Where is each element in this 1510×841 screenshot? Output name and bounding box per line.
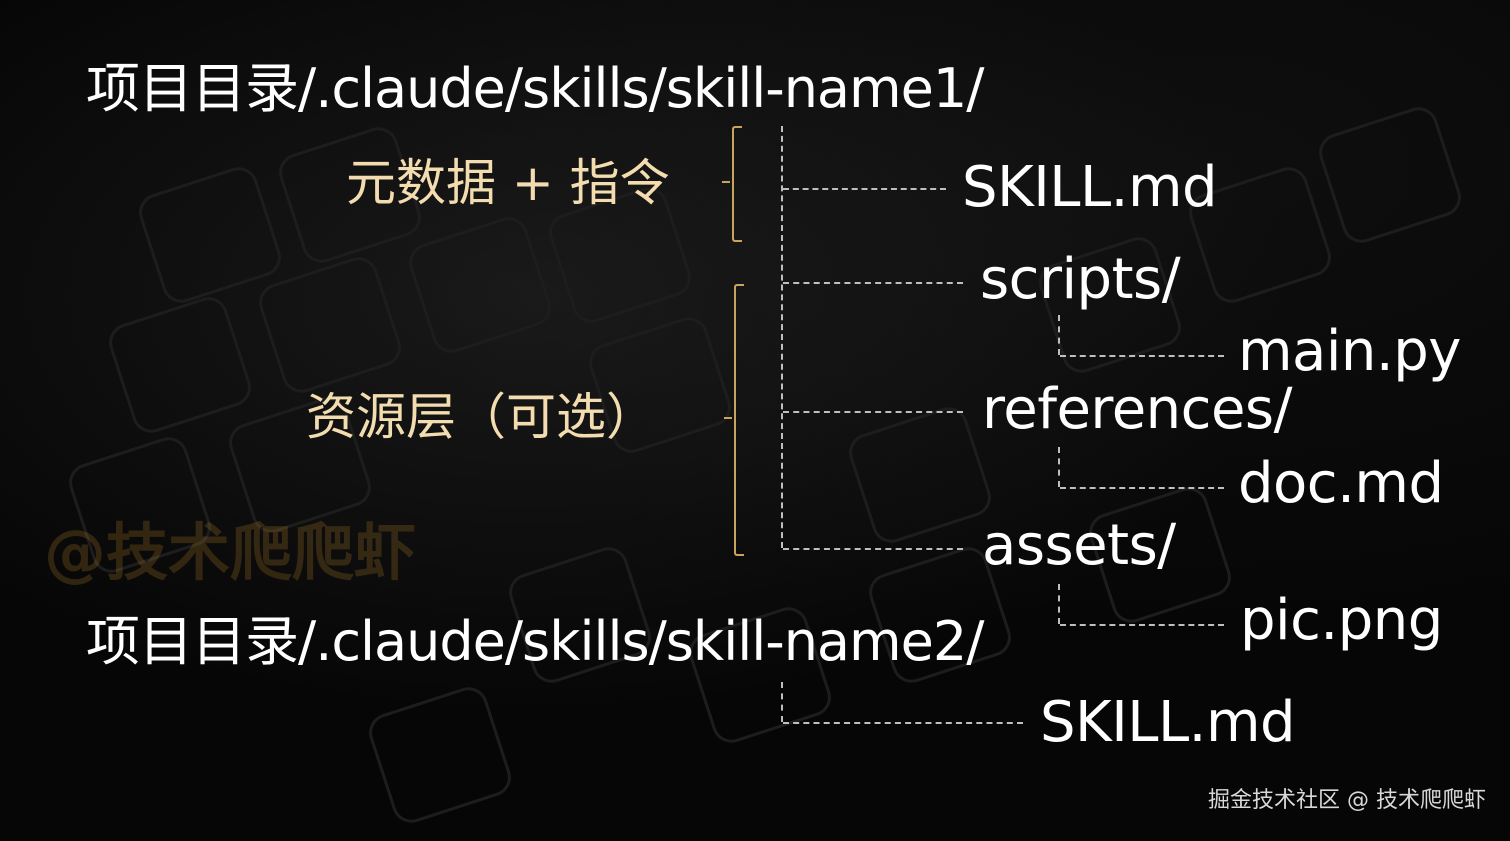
category-resources-label: 资源层（可选） (306, 392, 656, 442)
folder-references: references/ (982, 382, 1292, 438)
file-doc-md: doc.md (1238, 456, 1444, 512)
category-metadata-label: 元数据 + 指令 (346, 158, 670, 208)
branch-skill-md-connector (783, 188, 946, 190)
assets-sub-connector-vertical (1058, 584, 1060, 624)
watermark: @技术爬爬虾 (44, 522, 416, 584)
root-path-skill-name1: 项目目录/.claude/skills/skill-name1/ (86, 62, 983, 116)
file-skill-md-2: SKILL.md (1040, 695, 1295, 751)
branch-references-connector (783, 411, 963, 413)
scripts-sub-connector-vertical (1058, 315, 1060, 355)
root-path-skill-name2: 项目目录/.claude/skills/skill-name2/ (86, 615, 983, 669)
scripts-sub-connector-horizontal (1060, 355, 1224, 357)
metadata-brace (732, 126, 742, 242)
folder-scripts: scripts/ (980, 252, 1180, 308)
resources-brace (734, 284, 744, 556)
file-pic-png: pic.png (1240, 593, 1443, 649)
branch-assets-connector (783, 548, 963, 550)
root2-connector-vertical (781, 682, 783, 722)
file-skill-md: SKILL.md (962, 160, 1217, 216)
file-main-py: main.py (1238, 324, 1461, 380)
root2-connector-horizontal (783, 722, 1023, 724)
references-sub-connector-vertical (1058, 447, 1060, 487)
assets-sub-connector-horizontal (1060, 624, 1224, 626)
footer-credit: 掘金技术社区 @ 技术爬爬虾 (1208, 790, 1486, 812)
folder-assets: assets/ (982, 518, 1176, 574)
references-sub-connector-horizontal (1060, 487, 1224, 489)
resources-brace-tip (724, 417, 732, 419)
branch-scripts-connector (783, 282, 963, 284)
metadata-brace-tip (722, 181, 730, 183)
